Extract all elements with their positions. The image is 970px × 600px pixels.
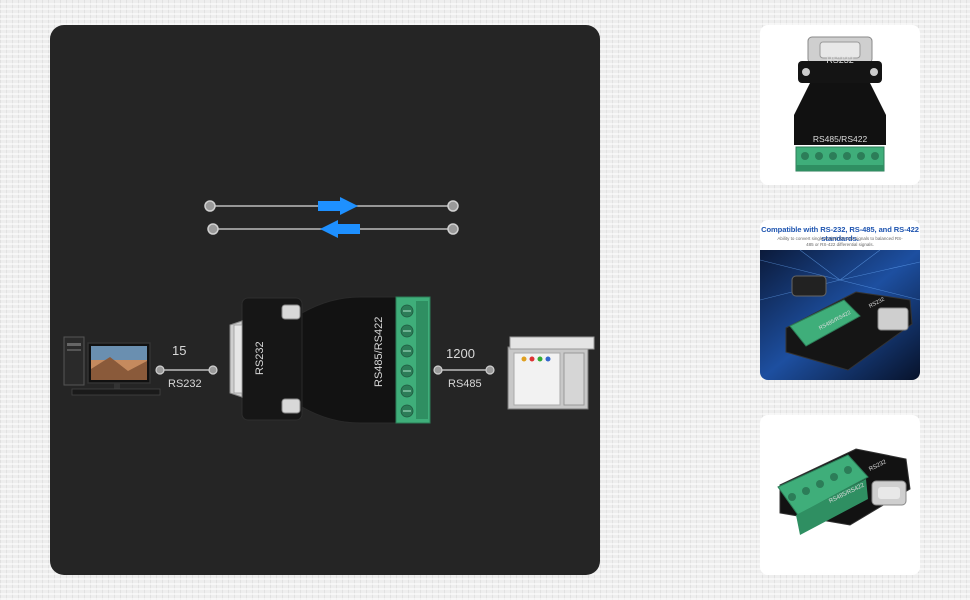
adapter-db9-label: RS232 bbox=[254, 341, 266, 375]
thumb2-subtext: Ability to convert single-ended RS-232 s… bbox=[777, 236, 903, 247]
adapter-angle-image: RS485/RS422 RS232 bbox=[777, 448, 911, 535]
thumbnail-compatibility[interactable]: Compatible with RS-232, RS-485, and RS-4… bbox=[760, 220, 920, 380]
right-protocol-label: RS485 bbox=[448, 378, 482, 390]
right-distance-label: 1200 bbox=[446, 346, 475, 361]
thumb1-terminal-label: RS485/RS422 bbox=[813, 134, 868, 144]
data-direction-indicator bbox=[204, 197, 459, 238]
adapter-image: RS232 RS485/RS422 bbox=[229, 296, 431, 424]
thumb2-heading: Compatible with RS-232, RS-485, and RS-4… bbox=[761, 225, 919, 243]
thumb2-image: RS485/RS422 RS232 bbox=[760, 249, 920, 380]
main-product-image: 15 RS232 RS232 bbox=[50, 25, 600, 575]
computer-icon bbox=[63, 336, 161, 396]
thumbnail-front-view[interactable]: RS232 RS485/RS422 bbox=[760, 25, 920, 185]
left-distance-label: 15 bbox=[172, 343, 186, 358]
adapter-front-image: RS232 RS485/RS422 bbox=[794, 36, 886, 172]
adapter-terminal-label: RS485/RS422 bbox=[373, 317, 385, 387]
thumb1-db9-label: RS232 bbox=[826, 55, 854, 65]
conversion-diagram: 15 RS232 RS232 bbox=[63, 197, 595, 424]
arrow-left-icon bbox=[320, 220, 360, 238]
arrow-right-icon bbox=[318, 197, 358, 215]
thumbnail-angle-view[interactable]: RS485/RS422 RS232 bbox=[760, 415, 920, 575]
left-protocol-label: RS232 bbox=[168, 378, 202, 390]
industrial-cabinet-icon bbox=[507, 336, 595, 410]
